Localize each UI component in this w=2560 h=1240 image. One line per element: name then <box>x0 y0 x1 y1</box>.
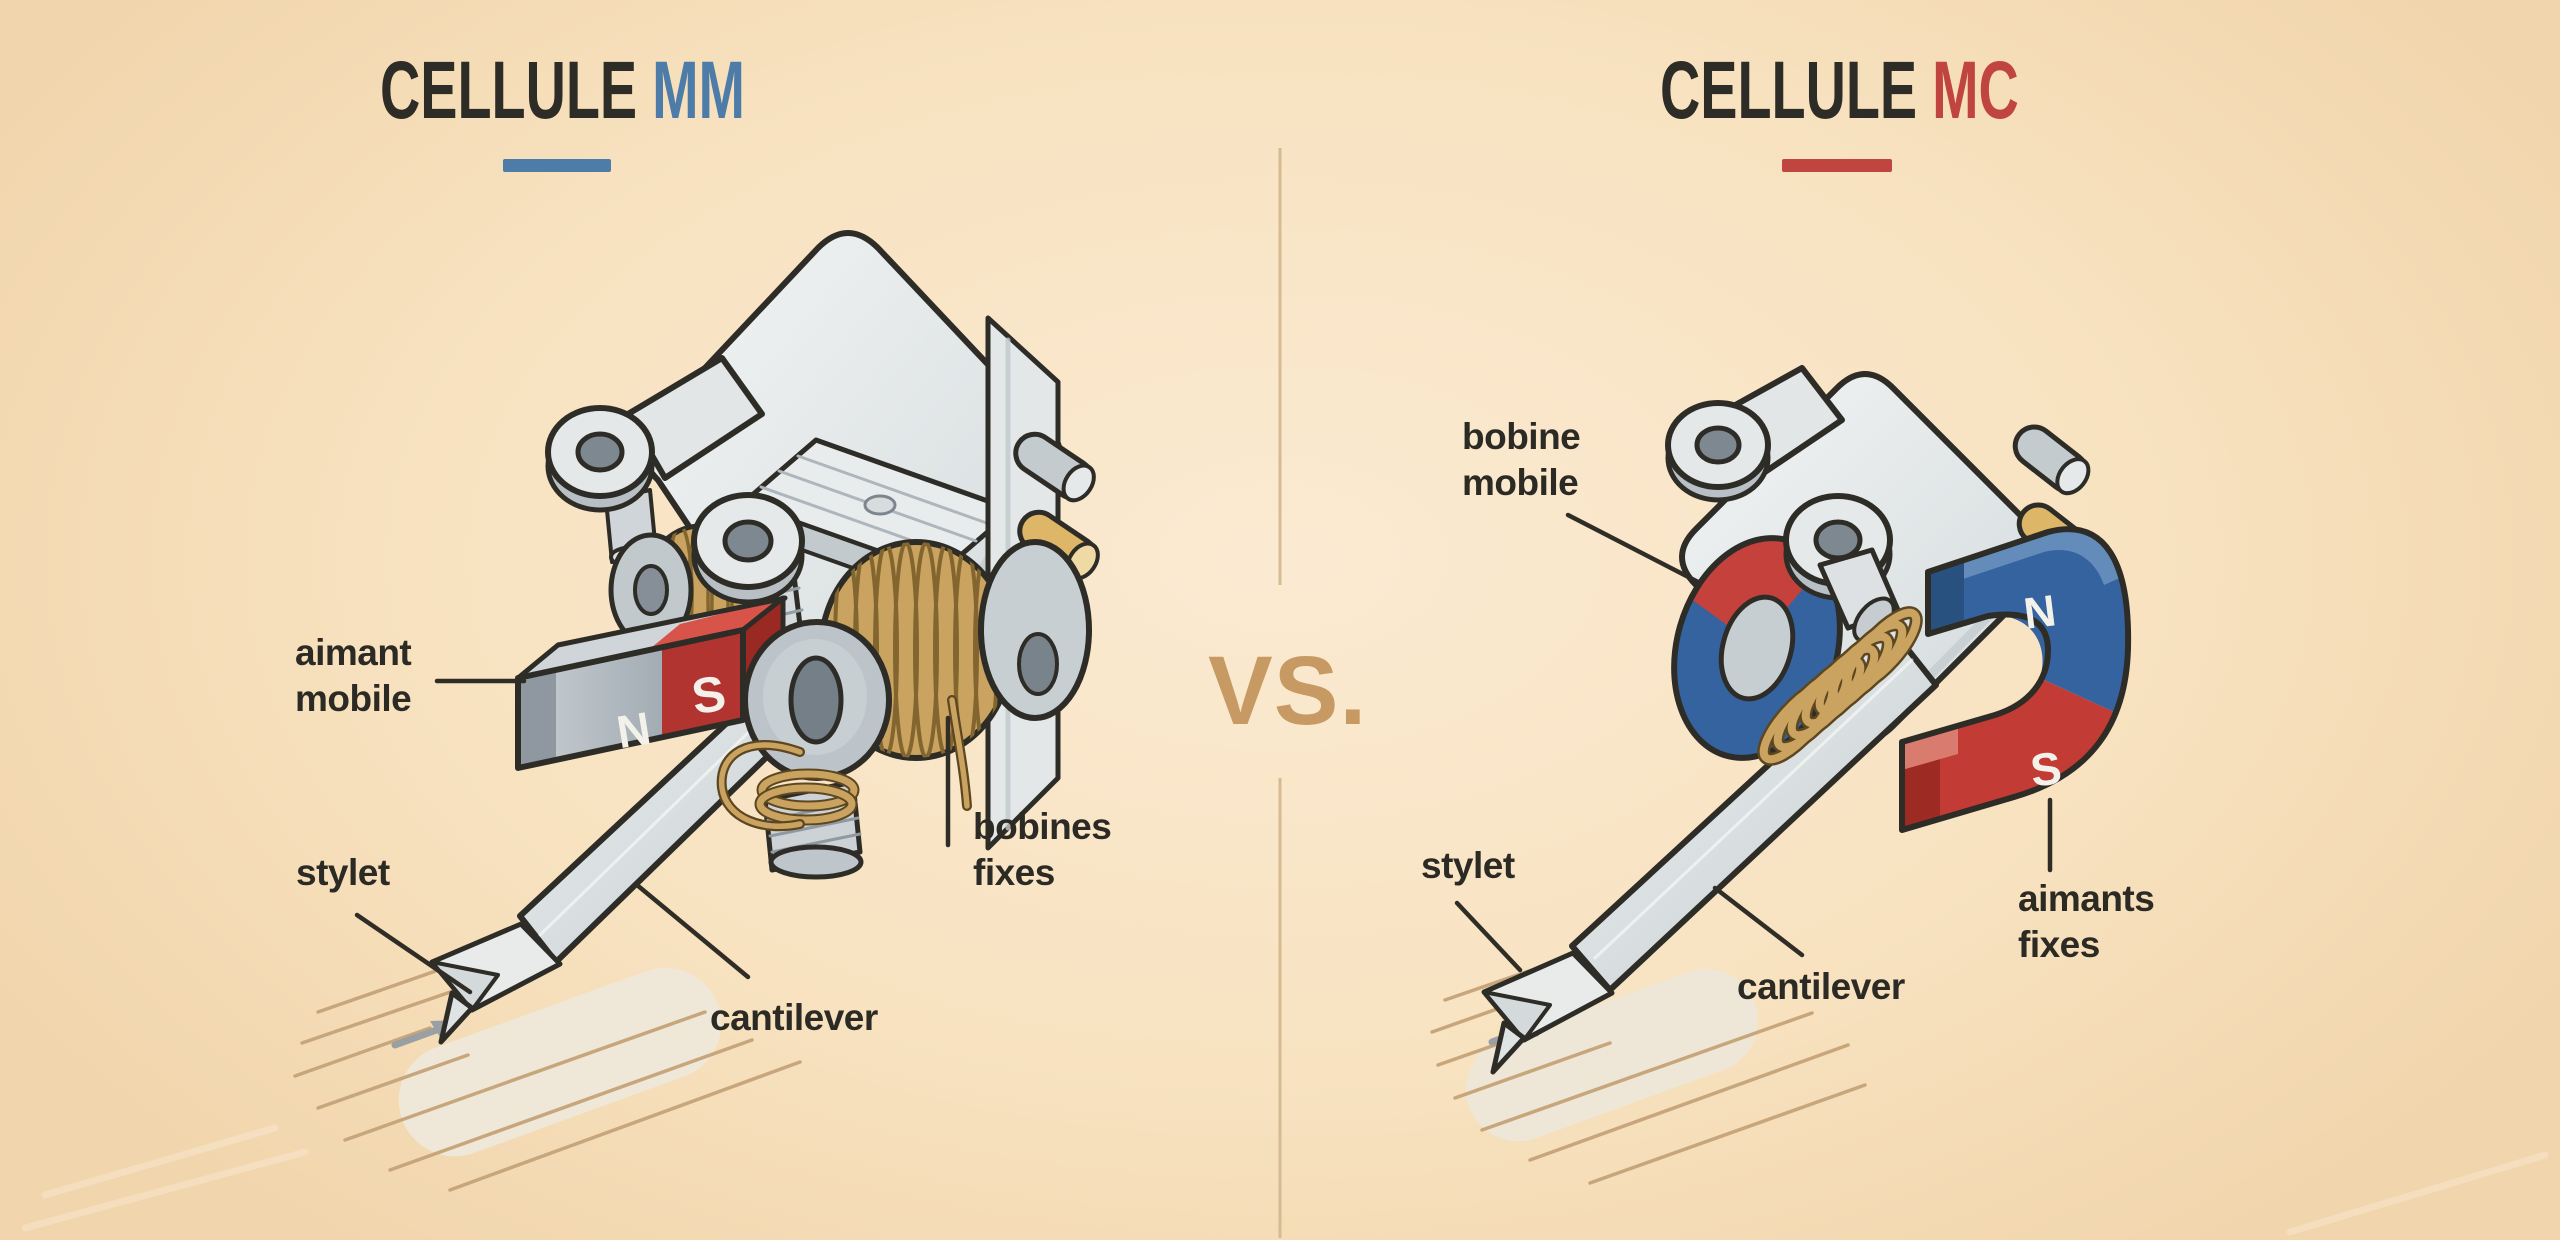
mc-stylus <box>1481 950 1615 1075</box>
title-right-text: CELLULE <box>1660 45 1918 136</box>
title-right-accent: MC <box>1932 45 2019 136</box>
mm-leader-stylet <box>354 912 473 995</box>
mc-pole-s: S <box>2027 741 2064 796</box>
mm-coil-wires <box>716 695 972 832</box>
title-left-accent: MM <box>652 45 745 136</box>
label-aimant-mobile: aimant mobile <box>295 632 412 719</box>
title-left-underline <box>503 159 611 172</box>
mm-lug-hole <box>722 519 774 563</box>
mm-mounting-lug-front <box>691 492 805 605</box>
mc-leader-cantilever <box>1712 885 1805 958</box>
mm-coil-washer <box>742 619 892 781</box>
mc-cartridge-diagram: N S <box>1430 365 2132 1185</box>
mc-mounting-lug-rear <box>1665 365 1845 503</box>
mm-cartridge-diagram: N S <box>293 230 1100 1192</box>
mc-horseshoe-magnet: N S <box>1899 526 2132 833</box>
mm-lug-hole <box>575 431 625 473</box>
mc-mounting-lug-front <box>1783 493 1901 644</box>
mm-coil-small <box>754 768 864 880</box>
mc-record-groove <box>1430 923 1867 1185</box>
mm-pole-n: N <box>613 702 654 759</box>
mc-cantilever <box>1481 639 1939 1075</box>
versus-text: VS. <box>1208 636 1368 745</box>
mm-leader-cantilever <box>634 882 751 980</box>
leader-lines <box>354 512 2053 995</box>
mm-pin-gray <box>1013 431 1096 503</box>
label-stylet-left: stylet <box>296 852 390 893</box>
mc-pole-n: N <box>2021 586 2059 639</box>
mc-lug-hole <box>1694 425 1742 465</box>
label-cantilever-right: cantilever <box>1737 966 1905 1007</box>
mm-mounting-lug-rear <box>545 355 765 513</box>
mc-lug-hole <box>1813 519 1863 561</box>
mc-pin-gray <box>2012 424 2091 496</box>
paper-texture-streaks <box>21 1124 2549 1236</box>
label-bobines-fixes: bobines fixes <box>973 806 1112 893</box>
mc-leader-bobine-mobile <box>1565 512 1703 586</box>
label-cantilever-left: cantilever <box>710 997 878 1038</box>
label-bobine-mobile: bobine mobile <box>1462 416 1581 503</box>
title-left-text: CELLULE <box>380 45 638 136</box>
title-right-underline <box>1782 159 1892 172</box>
label-aimants-fixes: aimants fixes <box>2018 878 2155 965</box>
mc-leader-stylet <box>1454 900 1523 973</box>
mc-moving-coil <box>1757 606 1923 766</box>
label-stylet-right: stylet <box>1421 845 1515 886</box>
